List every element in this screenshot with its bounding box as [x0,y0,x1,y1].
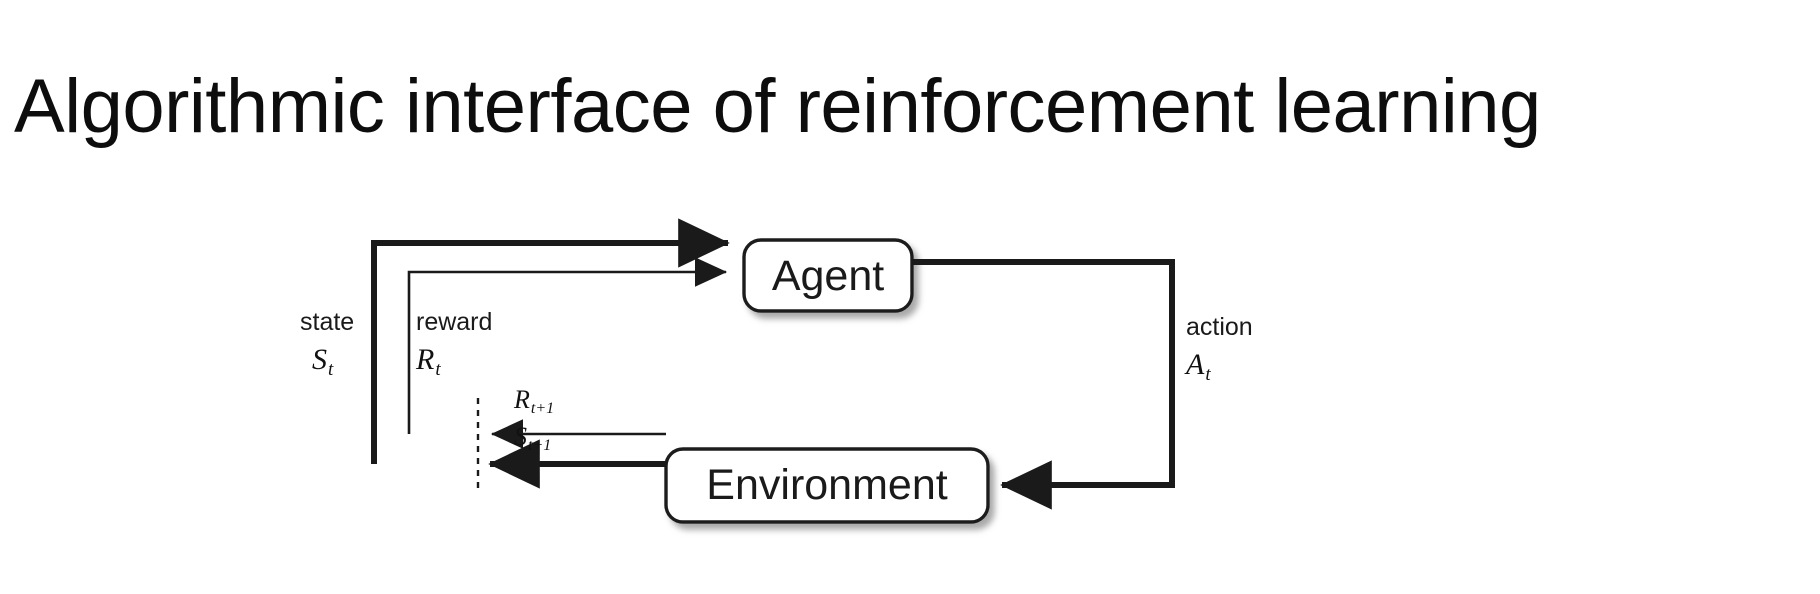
state-next-symbol-base: S [514,422,527,451]
state-edge-label: state [300,308,355,336]
environment-box [664,447,990,524]
reward-symbol-base: R [416,343,435,376]
environment-node [664,447,990,524]
reward-edge-label: reward [416,308,493,336]
state-next-symbol-subscript: t+1 [528,437,552,454]
state-next-symbol: St+1 [514,422,552,455]
reward-next-symbol-base: R [514,385,530,414]
state-symbol-base: S [312,343,327,376]
environment-node-label: Environment [706,461,948,509]
reward-next-symbol: Rt+1 [514,385,555,418]
reward-edge-path [407,257,728,434]
action-symbol: At [1186,348,1211,386]
action-symbol-subscript: t [1205,364,1211,385]
reward-symbol: Rt [416,343,441,381]
action-edge-path [912,259,1175,510]
state-symbol: St [312,343,334,381]
agent-node-label: Agent [771,252,885,300]
reward-symbol-subscript: t [435,359,441,380]
state-edge-path [371,218,730,464]
action-symbol-base: A [1186,348,1205,381]
reward-next-symbol-subscript: t+1 [530,400,555,417]
page-title: Algorithmic interface of reinforcement l… [14,63,1541,149]
action-edge-label: action [1186,313,1253,341]
state-symbol-subscript: t [328,359,334,380]
agent-box [742,238,914,313]
agent-node [742,238,914,313]
